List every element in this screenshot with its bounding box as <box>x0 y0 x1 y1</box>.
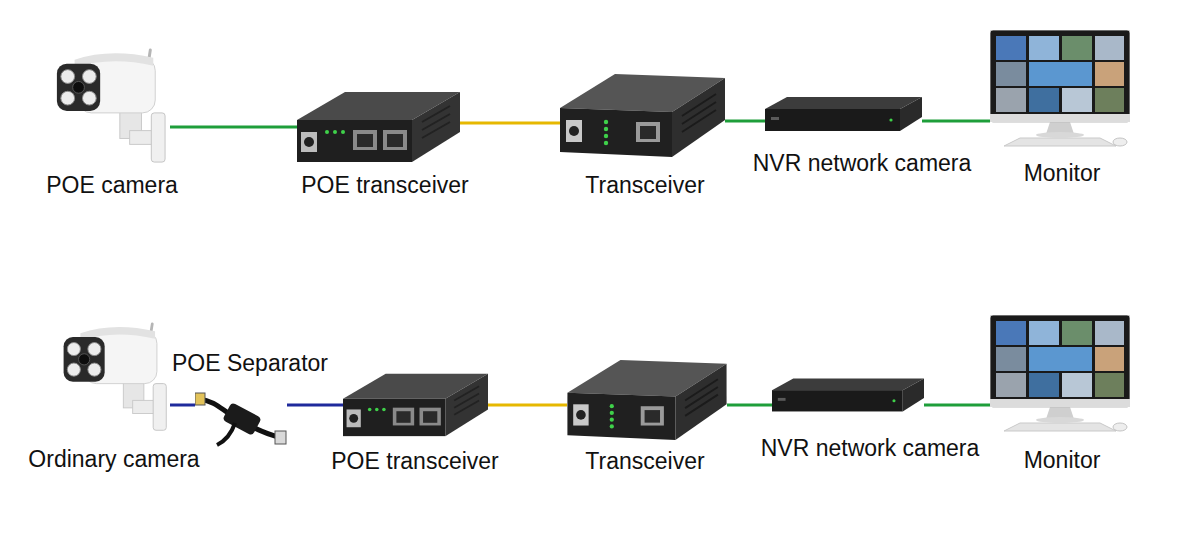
device-node: Transceiver <box>560 72 725 157</box>
cable-line <box>924 404 990 407</box>
device-node: Ordinary camera <box>58 320 170 436</box>
device-node: NVR network camera <box>772 378 924 412</box>
transceiver-picture <box>567 360 726 440</box>
device-node: POE transceiver <box>297 92 460 162</box>
poe-transceiver-picture <box>297 92 460 162</box>
device-label: Transceiver <box>585 448 704 474</box>
device-node: POE transceiver <box>343 372 488 438</box>
cable-line <box>170 126 297 129</box>
device-node: POE camera <box>50 48 170 166</box>
row-1-devices <box>57 30 1130 162</box>
monitor-picture <box>990 315 1130 431</box>
monitor-picture <box>990 30 1130 146</box>
transceiver-picture <box>560 74 725 157</box>
device-label: POE camera <box>46 172 178 198</box>
device-label: Monitor <box>1024 160 1101 186</box>
device-label: Transceiver <box>585 172 704 198</box>
device-node: Monitor <box>990 30 1130 148</box>
cable-line <box>922 120 990 123</box>
cable-line <box>725 120 765 123</box>
device-label: POE Separator <box>172 350 328 376</box>
nvr-picture <box>772 379 924 412</box>
device-label: NVR network camera <box>761 435 980 461</box>
device-label: POE transceiver <box>331 448 498 474</box>
device-label: NVR network camera <box>753 150 972 176</box>
device-label: Monitor <box>1024 447 1101 473</box>
device-label: POE transceiver <box>301 172 468 198</box>
separator-picture <box>195 393 286 445</box>
device-node: POE Separator <box>195 383 287 449</box>
cable-line <box>287 404 343 407</box>
camera-picture <box>57 50 165 162</box>
cable-line <box>488 404 567 407</box>
row-2-devices <box>64 315 1130 445</box>
device-node: Transceiver <box>567 358 727 440</box>
device-node: Monitor <box>990 315 1130 433</box>
cable-line <box>727 404 772 407</box>
device-label: Ordinary camera <box>28 446 199 472</box>
camera-picture <box>64 324 167 430</box>
poe-transceiver-picture <box>343 374 488 436</box>
cable-line <box>170 404 195 407</box>
device-node: NVR network camera <box>765 97 922 131</box>
cable-line <box>460 122 560 125</box>
nvr-picture <box>765 97 922 131</box>
